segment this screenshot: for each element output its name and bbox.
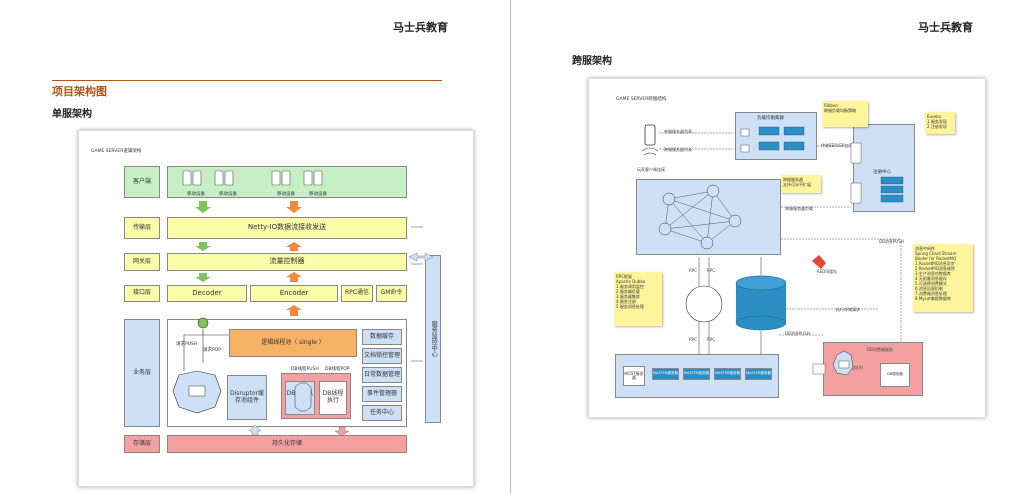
- note-mq: 消息中间件 Spring Cloud Stream Binder for Roc…: [913, 244, 973, 312]
- service-box: 任务中心: [362, 405, 402, 421]
- cluster-load-label: 跨服服务器负载: [785, 206, 813, 211]
- left-subtitle: 单服架构: [52, 109, 92, 120]
- cross-server-diagram: GAME SERVER跨服结构 玩家客户端连接 负载均衡集群 单服服务器列表 跨…: [588, 78, 986, 418]
- layer-storage: 存储层: [124, 435, 160, 453]
- decoder-box: Decoder: [167, 285, 247, 302]
- rpc-label: RPC: [689, 337, 697, 342]
- exec-label: 执行存储请求: [836, 307, 860, 312]
- db-exec-box: DB线程执行: [319, 381, 347, 415]
- kafka-label: DB消息PUSH: [879, 239, 904, 244]
- link-label: 跨服服务器列表: [664, 147, 692, 152]
- diagram-caption: GAME SERVER逻辑架构: [91, 149, 142, 154]
- netty-box: Netty-IO数据流接收发送: [167, 217, 407, 239]
- client-label: 玩家客户端连接: [637, 167, 665, 172]
- cross-diagram-shapes: [641, 124, 904, 376]
- disruptor-box: Disruptor缓存池组件: [227, 375, 267, 420]
- logic-thread-box: 逻辑线程池（ single ）: [229, 329, 357, 357]
- service-box: 事件管理器: [362, 386, 402, 402]
- layer-entry: 接口层: [124, 285, 160, 302]
- page-divider: [510, 0, 511, 494]
- master-module: MASTER服务器: [714, 368, 741, 380]
- push-label: DB消息PUSH: [785, 331, 810, 336]
- device-label: 移动设备: [219, 192, 237, 197]
- brand-right: 马士兵教育: [918, 21, 973, 34]
- right-subtitle: 跨服架构: [572, 56, 612, 67]
- monitor-center: 服务监控中心: [425, 255, 441, 423]
- device-label: 移动设备: [277, 192, 295, 197]
- db-pop-label: DB线程POP: [325, 367, 350, 372]
- push-label: 请求PUSH: [176, 342, 198, 347]
- layer-business: 业务层: [124, 319, 160, 427]
- brand-left: 马士兵教育: [393, 21, 448, 34]
- layer-client: 客户端: [124, 166, 160, 198]
- rpc-box: RPC通信: [341, 285, 373, 302]
- note-rpc: RPC框架 Apache Dubbo 1.服务调用监控 2.服务端负载 3.服务…: [614, 272, 662, 326]
- storage-box: 持久化存储: [167, 435, 407, 453]
- service-box: 文档锁控管理: [362, 348, 402, 364]
- db-server-box: DB服务器: [880, 363, 910, 387]
- master-module: MASTER服务器: [683, 368, 710, 380]
- transfer-label: 传输SERVER信息: [821, 143, 853, 148]
- master-module: MASTER服务器: [652, 368, 679, 380]
- diagram-caption: GAME SERVER跨服结构: [616, 97, 667, 102]
- section-rule: [52, 80, 442, 81]
- host-module: HOST服务器: [623, 366, 645, 386]
- service-box: 数据缓存: [362, 329, 402, 345]
- single-diagram-shapes: [172, 170, 434, 437]
- gm-box: GM命令: [376, 285, 407, 302]
- link-label: 单服服务器列表: [664, 129, 692, 134]
- db-service-label: DB消费端服务: [867, 347, 893, 352]
- rpc-label: RPC: [689, 268, 697, 273]
- encoder-box: Encoder: [250, 285, 338, 302]
- note-eureka: Eureka 1.服务发现 2.注册发现: [925, 112, 955, 134]
- db-push-label: DB线程PUSH: [291, 367, 319, 372]
- redis-label: REDIS缓存: [817, 269, 838, 274]
- device-label: 移动设备: [309, 192, 327, 197]
- note-cross-server: 跨服服务器 支持可水平扩展: [781, 175, 821, 193]
- section-title: 项目架构图: [52, 85, 107, 98]
- layer-transport: 传输层: [124, 217, 160, 239]
- flow-control-box: 流量控制器: [167, 253, 407, 271]
- layer-gateway: 网关层: [124, 253, 160, 271]
- note-ribbon: Ribbon 跨服负载均衡策略: [822, 101, 868, 127]
- device-label: 移动设备: [187, 192, 205, 197]
- rpc-label: RPC: [707, 337, 715, 342]
- single-server-diagram: GAME SERVER逻辑架构 客户端 移动设备 移动设备 移动设备 移动设备 …: [78, 130, 474, 487]
- rpc-label: RPC: [707, 268, 715, 273]
- pop-label: 请求POP: [203, 348, 221, 353]
- register-center-label: 注册中心: [873, 170, 891, 175]
- service-box: 日常数据管理: [362, 367, 402, 383]
- master-module: MASTER服务器: [745, 368, 772, 380]
- cluster-label: 负载均衡集群: [757, 116, 784, 121]
